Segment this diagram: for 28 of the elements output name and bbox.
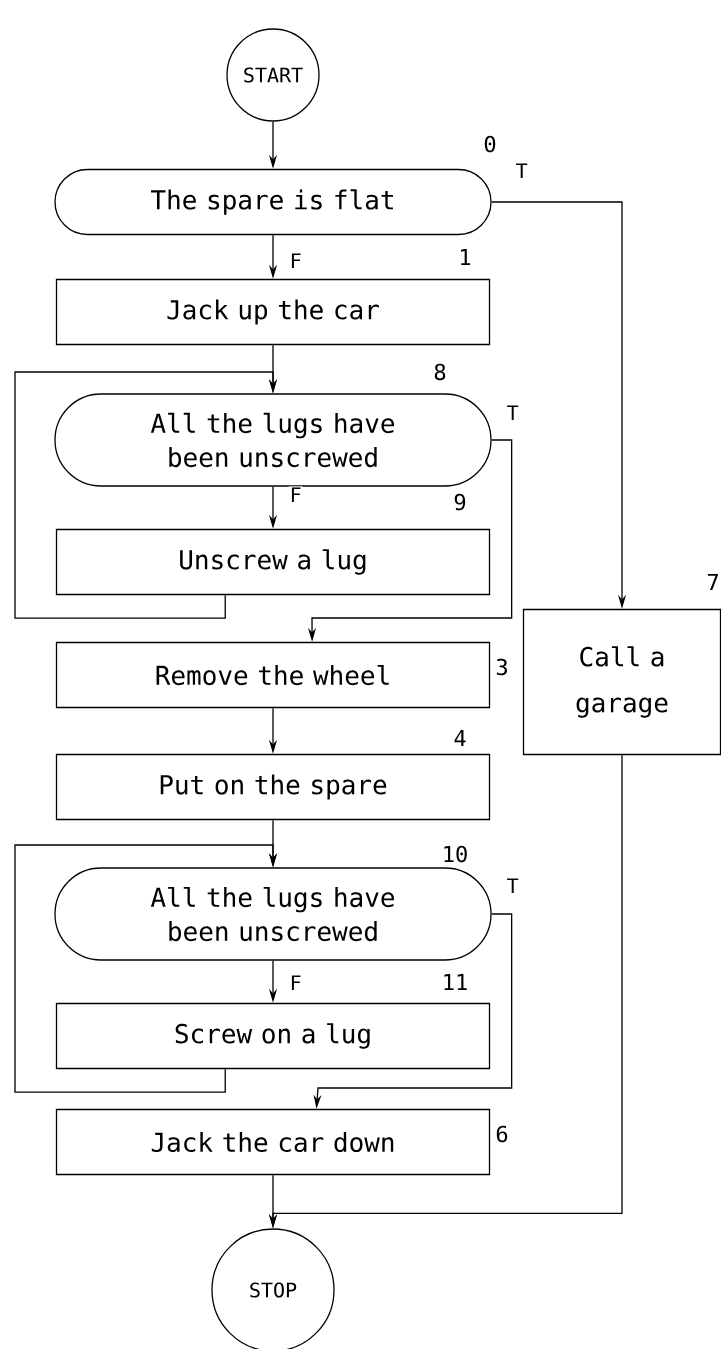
process-box: Put on the spare [55, 753, 491, 821]
edge-label: F [288, 486, 303, 503]
step-number: 3 [496, 658, 507, 676]
process-box: Jack the car down [55, 1108, 491, 1176]
step-number: 4 [454, 730, 466, 746]
process-box: Call a garage [522, 608, 721, 756]
decision-box: The spare is flat [54, 168, 492, 236]
edge-label: T [514, 162, 529, 179]
process-box: Screw on a lug [55, 1002, 491, 1070]
decision-box: All the lugs have been unscrewed [54, 867, 492, 961]
process-box: Jack up the car [55, 278, 491, 346]
arrow [14, 844, 278, 1093]
step-number: 7 [707, 573, 718, 590]
step-number: 0 [484, 135, 496, 153]
edge-label: F [288, 252, 303, 269]
step-number: 9 [454, 493, 466, 511]
step-number: 11 [444, 974, 467, 990]
process-box: Unscrew a lug [55, 528, 491, 596]
step-number: 10 [444, 845, 467, 863]
step-number: 6 [496, 1125, 508, 1143]
arrow [14, 371, 278, 619]
edge-label: F [288, 974, 303, 991]
edge-label: T [505, 404, 520, 421]
decision-box: All the lugs have been unscrewed [54, 393, 492, 487]
step-number: 8 [434, 363, 446, 381]
process-box: Remove the wheel [55, 641, 491, 709]
edge-label: T [505, 877, 520, 894]
step-number: 1 [461, 248, 471, 265]
